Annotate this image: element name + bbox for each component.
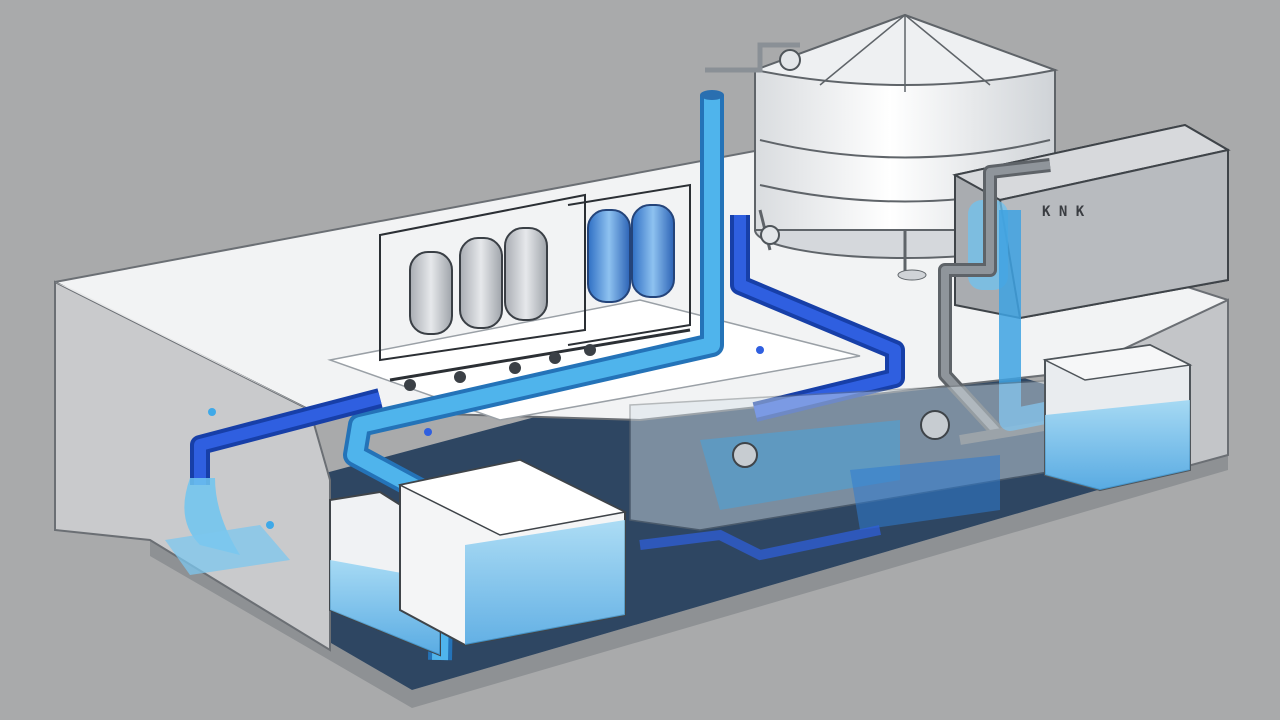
filter-rack	[379, 183, 691, 391]
filter-vessel-2	[459, 237, 503, 329]
control-unit-label: K N K	[1042, 204, 1085, 220]
treatment-basin	[629, 379, 1061, 561]
filter-vessel-3	[504, 227, 548, 321]
supply-pipe-right	[730, 215, 905, 422]
supply-pipe-left	[190, 388, 383, 485]
discharge-flow	[165, 478, 290, 575]
filter-vessel-1	[409, 251, 453, 335]
droplet-markers	[208, 346, 764, 529]
settling-tank-right	[1042, 343, 1193, 492]
filter-vessel-4	[587, 209, 631, 303]
filter-vessel-5	[631, 204, 675, 298]
outlet-pipe	[999, 210, 1063, 431]
mixing-tank	[397, 458, 628, 647]
